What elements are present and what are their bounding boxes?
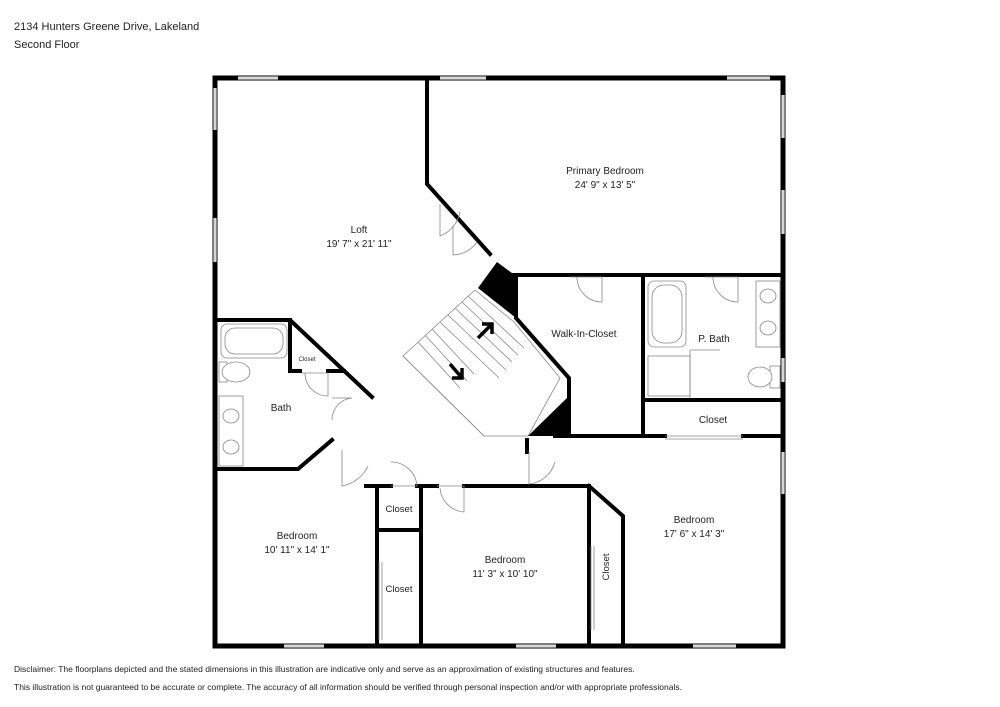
loft-dims: 19' 7" x 21' 11" — [326, 239, 392, 250]
primary-closet-label: Closet — [699, 415, 728, 426]
room-labels: Primary Bedroom 24' 9" x 13' 5" Loft 19'… — [264, 166, 729, 595]
left-closet-label: Closet — [386, 584, 413, 595]
doors — [302, 204, 743, 640]
windows — [213, 76, 785, 648]
bedroom-left-label: Bedroom — [277, 531, 318, 542]
staircase — [402, 289, 561, 437]
property-address: 2134 Hunters Greene Drive, Lakeland — [14, 21, 200, 33]
wall-fills — [478, 262, 569, 436]
primary-bedroom-label: Primary Bedroom — [566, 166, 644, 177]
bedroom-left-dims: 10' 11" x 14' 1" — [264, 545, 330, 556]
bedroom-middle-label: Bedroom — [485, 555, 526, 566]
bedroom-right-label: Bedroom — [674, 515, 715, 526]
bath-label: Bath — [271, 403, 292, 414]
bedroom-middle-dims: 11' 3" x 10' 10" — [472, 569, 538, 580]
walk-in-closet-label: Walk-In-Closet — [551, 329, 616, 340]
disclaimer-line-2: This illustration is not guaranteed to b… — [14, 682, 682, 692]
bath-closet-label: Closet — [298, 357, 315, 363]
primary-bedroom-dims: 24' 9" x 13' 5" — [575, 180, 636, 191]
disclaimer-line-1: Disclaimer: The floorplans depicted and … — [14, 664, 635, 674]
floor-label: Second Floor — [14, 39, 80, 51]
bedroom-right-dims: 17' 6" x 14' 3" — [664, 529, 725, 540]
bath-fixtures — [218, 280, 781, 467]
vertical-closet-label: Closet — [601, 553, 612, 580]
p-bath-label: P. Bath — [698, 334, 730, 345]
loft-label: Loft — [351, 225, 368, 236]
hall-closet-label: Closet — [386, 504, 413, 515]
